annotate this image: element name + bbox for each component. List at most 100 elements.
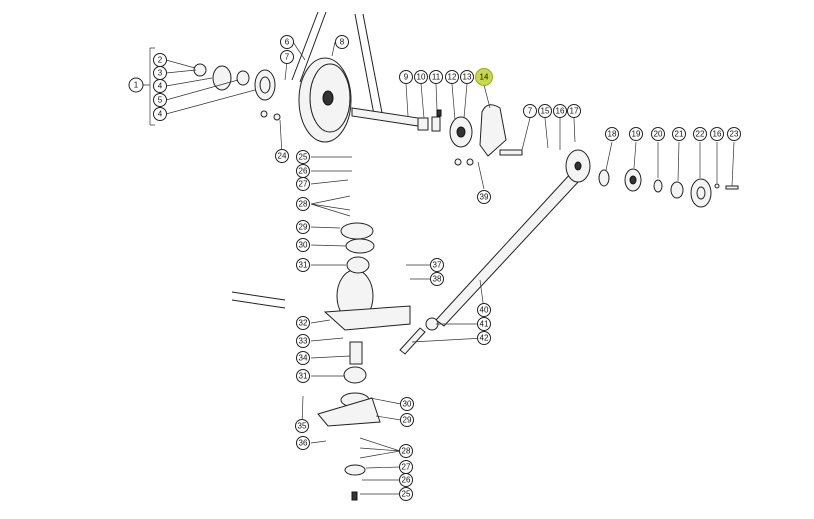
svg-text:31: 31 — [299, 372, 308, 381]
callout-3: 3 — [153, 66, 167, 80]
svg-text:15: 15 — [541, 107, 550, 116]
svg-text:9: 9 — [404, 73, 409, 82]
callout-26-bottom: 26 — [399, 473, 413, 487]
callout-36: 36 — [296, 436, 310, 450]
svg-text:34: 34 — [299, 354, 308, 363]
callout-27-bottom: 27 — [399, 460, 413, 474]
lever-arm-drawing — [231, 222, 411, 501]
callout-30-bottom: 30 — [400, 397, 414, 411]
callout-31-bottom: 31 — [296, 369, 310, 383]
callout-42: 42 — [477, 331, 491, 345]
svg-text:14: 14 — [480, 73, 489, 82]
left-flange-drawing — [193, 63, 281, 121]
svg-text:21: 21 — [675, 130, 684, 139]
svg-text:7: 7 — [285, 53, 290, 62]
bearing-assembly-drawing — [598, 168, 739, 208]
callout-15: 15 — [538, 104, 552, 118]
callout-31-top: 31 — [296, 258, 310, 272]
svg-text:12: 12 — [448, 73, 457, 82]
callout-20: 20 — [651, 127, 665, 141]
svg-text:13: 13 — [463, 73, 472, 82]
svg-text:30: 30 — [403, 400, 412, 409]
drive-pulley-drawing — [291, 11, 384, 143]
callout-37: 37 — [430, 258, 444, 272]
callout-29-bottom: 29 — [400, 413, 414, 427]
callout-29-top: 29 — [296, 220, 310, 234]
svg-text:22: 22 — [696, 130, 705, 139]
callout-16-right: 16 — [710, 127, 724, 141]
svg-text:31: 31 — [299, 261, 308, 270]
callout-1: 1 — [128, 77, 144, 93]
svg-text:25: 25 — [402, 490, 411, 499]
callout-11: 11 — [429, 70, 443, 84]
svg-text:6: 6 — [285, 38, 290, 47]
svg-text:16: 16 — [556, 107, 565, 116]
connecting-rod-drawing — [399, 149, 591, 355]
callout-14-highlighted[interactable]: 14 — [475, 68, 493, 86]
svg-text:39: 39 — [480, 193, 489, 202]
svg-text:5: 5 — [158, 96, 163, 105]
svg-text:27: 27 — [299, 180, 308, 189]
callout-19: 19 — [629, 127, 643, 141]
callout-18: 18 — [605, 127, 619, 141]
callout-2: 2 — [153, 53, 167, 67]
callout-5: 5 — [153, 93, 167, 107]
callout-27-top: 27 — [296, 177, 310, 191]
callout-35: 35 — [295, 419, 309, 433]
callout-4-lower: 4 — [153, 107, 167, 121]
svg-text:17: 17 — [570, 107, 579, 116]
svg-text:24: 24 — [278, 152, 287, 161]
svg-text:8: 8 — [340, 38, 345, 47]
svg-text:33: 33 — [299, 337, 308, 346]
callout-12: 12 — [445, 70, 459, 84]
callout-33: 33 — [296, 334, 310, 348]
callout-7-left: 7 — [280, 50, 294, 64]
svg-text:40: 40 — [480, 306, 489, 315]
svg-text:20: 20 — [654, 130, 663, 139]
svg-text:28: 28 — [402, 447, 411, 456]
callout-34: 34 — [296, 351, 310, 365]
svg-text:10: 10 — [417, 73, 426, 82]
svg-text:18: 18 — [608, 130, 617, 139]
callout-22: 22 — [693, 127, 707, 141]
svg-text:29: 29 — [403, 416, 412, 425]
callout-8: 8 — [335, 35, 349, 49]
callout-32: 32 — [296, 316, 310, 330]
leader-lines — [143, 41, 735, 495]
svg-text:25: 25 — [299, 153, 308, 162]
svg-text:26: 26 — [402, 476, 411, 485]
callout-16: 16 — [553, 104, 567, 118]
callout-30-top: 30 — [296, 238, 310, 252]
callout-26-top: 26 — [296, 164, 310, 178]
svg-text:2: 2 — [158, 56, 163, 65]
callout-28-bottom: 28 — [399, 444, 413, 458]
svg-text:1: 1 — [134, 81, 139, 90]
svg-text:32: 32 — [299, 319, 308, 328]
svg-text:3: 3 — [158, 69, 163, 78]
callout-23: 23 — [727, 127, 741, 141]
svg-text:23: 23 — [730, 130, 739, 139]
svg-text:29: 29 — [299, 223, 308, 232]
callout-40: 40 — [477, 303, 491, 317]
callout-21: 21 — [672, 127, 686, 141]
callout-25-top: 25 — [296, 150, 310, 164]
svg-text:26: 26 — [299, 167, 308, 176]
crank-housing-drawing — [479, 104, 523, 157]
callout-7-right: 7 — [523, 104, 537, 118]
svg-text:19: 19 — [632, 130, 641, 139]
svg-text:37: 37 — [433, 261, 442, 270]
callout-41: 41 — [477, 317, 491, 331]
callout-24: 24 — [275, 149, 289, 163]
svg-text:27: 27 — [402, 463, 411, 472]
callout-10: 10 — [414, 70, 428, 84]
callout-4: 4 — [153, 79, 167, 93]
shaft-drawing — [351, 107, 474, 166]
svg-text:35: 35 — [298, 422, 307, 431]
callout-6: 6 — [280, 35, 294, 49]
callout-9: 9 — [399, 70, 413, 84]
callout-25-bottom: 25 — [399, 487, 413, 501]
svg-text:42: 42 — [480, 334, 489, 343]
callout-13: 13 — [460, 70, 474, 84]
